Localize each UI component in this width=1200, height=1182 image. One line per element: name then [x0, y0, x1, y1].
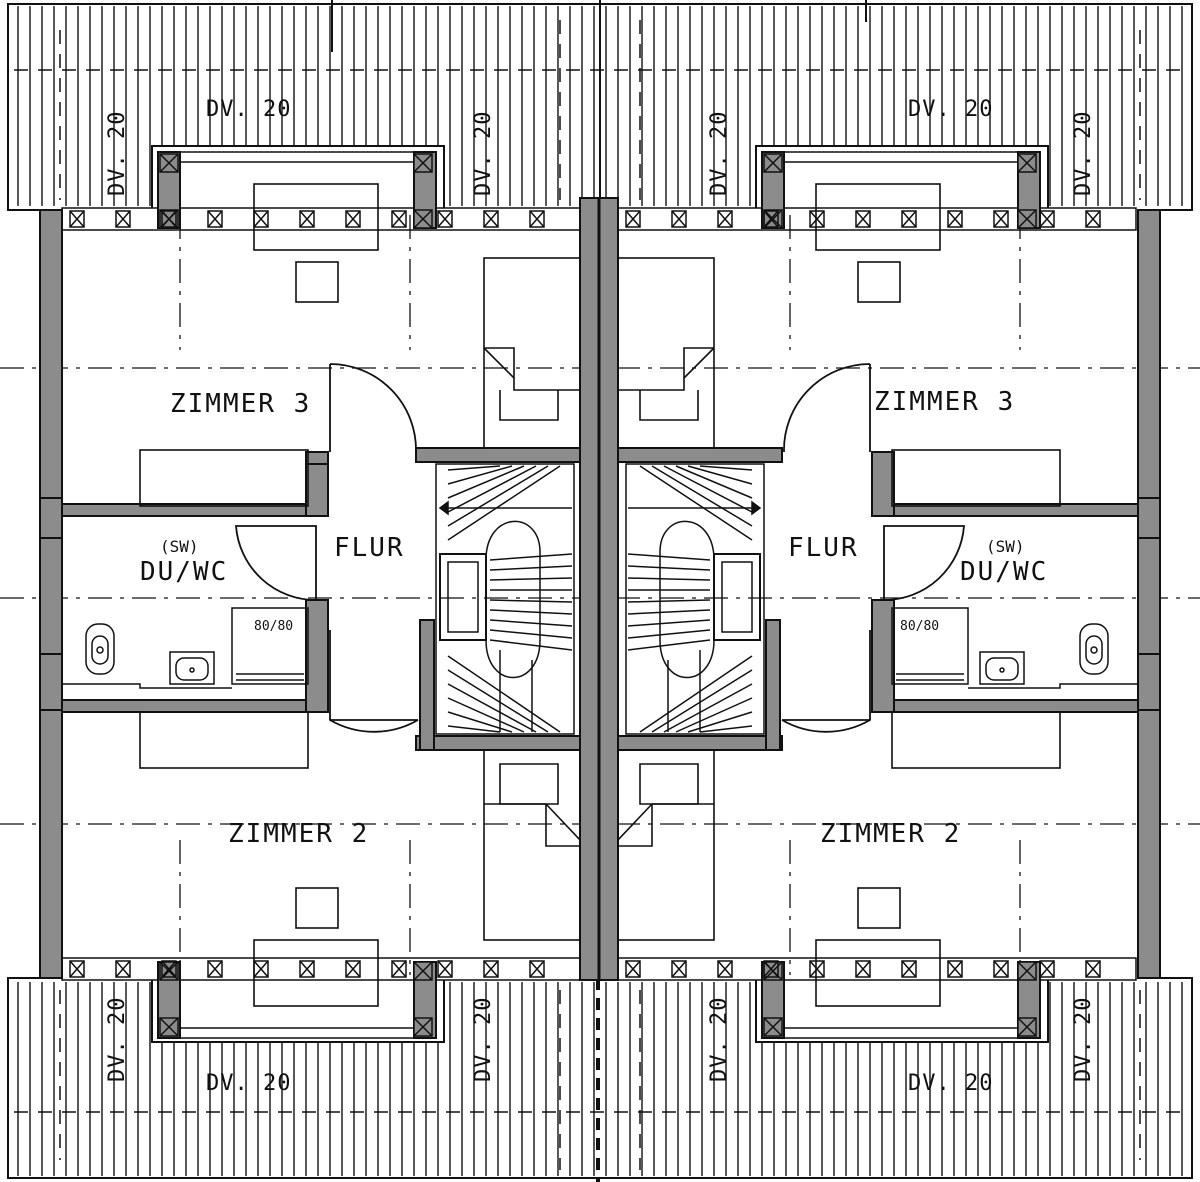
furniture: [139, 183, 1061, 1007]
toilet-icon: [1079, 623, 1109, 675]
roof-top: [7, 0, 1193, 213]
dormer-label-v8: DV. 20: [1071, 997, 1096, 1082]
dormer-label-bottom-left: DV. 20: [206, 1071, 291, 1096]
room-label-duwc-left: DU/WC: [140, 557, 228, 587]
sw-label-left: (SW): [160, 537, 199, 556]
room-label-duwc-right: DU/WC: [960, 557, 1048, 587]
room-label-zimmer2-left: ZIMMER 2: [228, 819, 369, 849]
dormer-label-top-right: DV. 20: [908, 97, 993, 122]
sink-icon: [979, 651, 1025, 685]
doors: [235, 363, 965, 733]
room-labels: ZIMMER 3 ZIMMER 3 ZIMMER 2 ZIMMER 2 FLUR…: [140, 387, 1048, 849]
dormer-label-v4: DV. 20: [1071, 111, 1096, 196]
shower-size-right: 80/80: [900, 619, 939, 634]
staircase-left: [435, 463, 575, 735]
room-label-flur-right: FLUR: [788, 533, 859, 563]
dormer-labels: DV. 20 DV. 20 DV. 20 DV. 20 DV. 20 DV. 2…: [105, 97, 1096, 1096]
dormer-label-v1: DV. 20: [105, 111, 130, 196]
room-label-flur-left: FLUR: [334, 533, 405, 563]
axis-lines: [0, 215, 1200, 975]
dormer-label-v5: DV. 20: [105, 997, 130, 1082]
room-label-zimmer2-right: ZIMMER 2: [820, 819, 961, 849]
room-label-zimmer3-right: ZIMMER 3: [874, 387, 1015, 417]
dormer-label-v7: DV. 20: [707, 997, 732, 1082]
room-label-zimmer3-left: ZIMMER 3: [170, 389, 311, 419]
dormer-label-bottom-right: DV. 20: [908, 1071, 993, 1096]
sw-label-right: (SW): [986, 537, 1025, 556]
dormer-label-top-left: DV. 20: [206, 97, 291, 122]
roof-bottom: [7, 975, 1193, 1182]
bath-fixtures-right: [891, 607, 1138, 689]
staircase-right: [625, 463, 765, 735]
toilet-icon: [85, 623, 115, 675]
stair-arrow-icon: [438, 500, 762, 516]
shower-size-left: 80/80: [254, 619, 293, 634]
bath-fixtures-left: [62, 607, 309, 689]
dormer-label-v6: DV. 20: [471, 997, 496, 1082]
sink-icon: [169, 651, 215, 685]
dormer-label-v2: DV. 20: [471, 111, 496, 196]
dormer-label-v3: DV. 20: [707, 111, 732, 196]
